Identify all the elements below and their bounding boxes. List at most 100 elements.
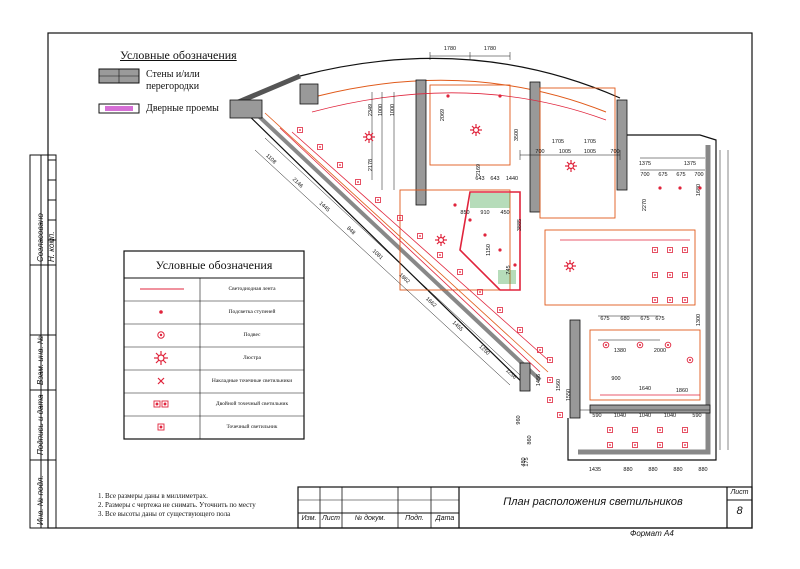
- dim-label-vert: 480: [521, 457, 527, 466]
- partition-wall: [415, 79, 427, 206]
- dim-label: 910: [480, 210, 489, 216]
- col-izm: Изм.: [301, 515, 317, 522]
- spot-fixture: [682, 297, 688, 303]
- dim-label-vert: 2169: [476, 164, 482, 176]
- spot-fixture: [497, 307, 503, 313]
- walls-label-2: перегородки: [146, 81, 200, 92]
- dim-label: 1040: [664, 413, 676, 419]
- dim-label-vert: 1000: [378, 104, 384, 116]
- chandelier-fixture: [363, 131, 375, 143]
- step-light: [513, 263, 517, 267]
- dim-label-vert: 2270: [642, 199, 648, 211]
- dim-label-vert: 860: [527, 435, 533, 444]
- spot-fixture: [657, 427, 663, 433]
- margin-vzam-inv: Взам. инв. №: [36, 335, 45, 385]
- dim-line: [519, 150, 621, 160]
- dim-label: 450: [500, 210, 509, 216]
- sheet-number: 8: [736, 505, 743, 517]
- spot-fixture-center: [654, 274, 656, 276]
- curved-wall-inner: [317, 79, 607, 113]
- dim-label: 1005: [584, 149, 596, 155]
- room-outline: [544, 229, 696, 306]
- dim-line: [598, 315, 660, 341]
- chandelier-symbol: [154, 351, 168, 365]
- spot-fixture: [652, 272, 658, 278]
- dim-label-diag: 1256: [504, 368, 517, 381]
- dim-label-vert: 745: [506, 265, 512, 274]
- outer-wall-right: [567, 134, 717, 461]
- dim-label-vert: 175: [524, 457, 530, 466]
- dim-label-vert: 1300: [696, 314, 702, 326]
- dim-label: 850: [460, 210, 469, 216]
- margin-podpis-data: Подпись и дата: [36, 394, 45, 455]
- dim-label-vert: 2178: [368, 159, 374, 171]
- pendant-center: [605, 344, 607, 346]
- legend-table-symbols: [140, 288, 184, 431]
- spot-fixture: [375, 197, 381, 203]
- dim-label-vert: 1560: [556, 379, 562, 391]
- dim-label-vert: 1000: [390, 104, 396, 116]
- dim-label-diag: 848: [345, 226, 356, 237]
- spot-fixture: [682, 272, 688, 278]
- note-3: 3. Все высоты даны от существующего пола: [98, 510, 231, 518]
- dim-line-diag: [254, 137, 521, 386]
- spot-fixture: [657, 442, 663, 448]
- wall-right: [578, 145, 711, 455]
- spot-fixture-center: [684, 429, 686, 431]
- margin-n-komp: Н. комп.: [47, 231, 56, 262]
- dim-label: 643: [490, 176, 499, 182]
- dim-label: 1780: [444, 46, 456, 52]
- spot-fixture-center: [549, 379, 551, 381]
- dim-label: 900: [611, 376, 620, 382]
- dim-label: 1705: [584, 139, 596, 145]
- notes-block: 1. Все размеры даны в миллиметрах. 2. Ра…: [98, 492, 256, 519]
- spot-fixture-center: [634, 429, 636, 431]
- margin-soglasovano: Согласовано: [36, 213, 45, 262]
- dim-label: 880: [698, 467, 707, 473]
- legend-row-label: Люстра: [243, 355, 261, 361]
- spot-fixture-center: [684, 299, 686, 301]
- dim-line-top: [429, 52, 511, 60]
- dim-label-vert: 2349: [368, 104, 374, 116]
- wall-column: [519, 362, 531, 392]
- led-strip: [279, 127, 541, 373]
- spot-fixture: [632, 427, 638, 433]
- legend-row-label: Подсветка ступеней: [228, 309, 276, 315]
- col-doc: № докум.: [354, 515, 386, 522]
- step-light: [698, 186, 702, 190]
- chandelier-fixture: [470, 124, 482, 136]
- spot-fixture: [682, 427, 688, 433]
- double-spot-symbol: [153, 400, 169, 408]
- spot-fixture: [667, 272, 673, 278]
- wall-column: [229, 99, 263, 119]
- dim-label: 1640: [639, 386, 651, 392]
- diagonal-wall: [248, 106, 542, 382]
- dim-label: 2000: [654, 348, 666, 354]
- dim-label: 1040: [639, 413, 651, 419]
- spot-fixture-center: [669, 299, 671, 301]
- margin-inv-podl: Инв. № подл.: [36, 475, 45, 525]
- dim-label: 1705: [552, 139, 564, 145]
- dim-label: 1375: [639, 161, 651, 167]
- stair-zone: [470, 193, 510, 208]
- pendant-fixture: [686, 356, 694, 364]
- doors-label: Дверные проемы: [146, 103, 219, 114]
- dim-label-vert: 1150: [486, 244, 492, 256]
- spot-fixture: [477, 289, 483, 295]
- legend-row-label: Накладные точечные светильники: [211, 378, 293, 384]
- legend-row-label: Светодиодная лента: [228, 286, 276, 292]
- spot-fixture-center: [419, 235, 421, 237]
- dim-label-diag: 1455: [451, 320, 464, 333]
- dim-label-diag: 2146: [291, 177, 304, 190]
- pendant-symbol: [157, 331, 165, 339]
- dim-label: 1860: [676, 388, 688, 394]
- spot-fixture: [667, 247, 673, 253]
- stair-zone: [498, 270, 516, 284]
- spot-fixture-center: [459, 271, 461, 273]
- dim-label-vert: 2069: [440, 109, 446, 121]
- dim-label: 1380: [614, 348, 626, 354]
- spot-fixture-center: [339, 164, 341, 166]
- spot-fixture: [517, 327, 523, 333]
- spot-fixture: [557, 412, 563, 418]
- spot-fixture: [537, 347, 543, 353]
